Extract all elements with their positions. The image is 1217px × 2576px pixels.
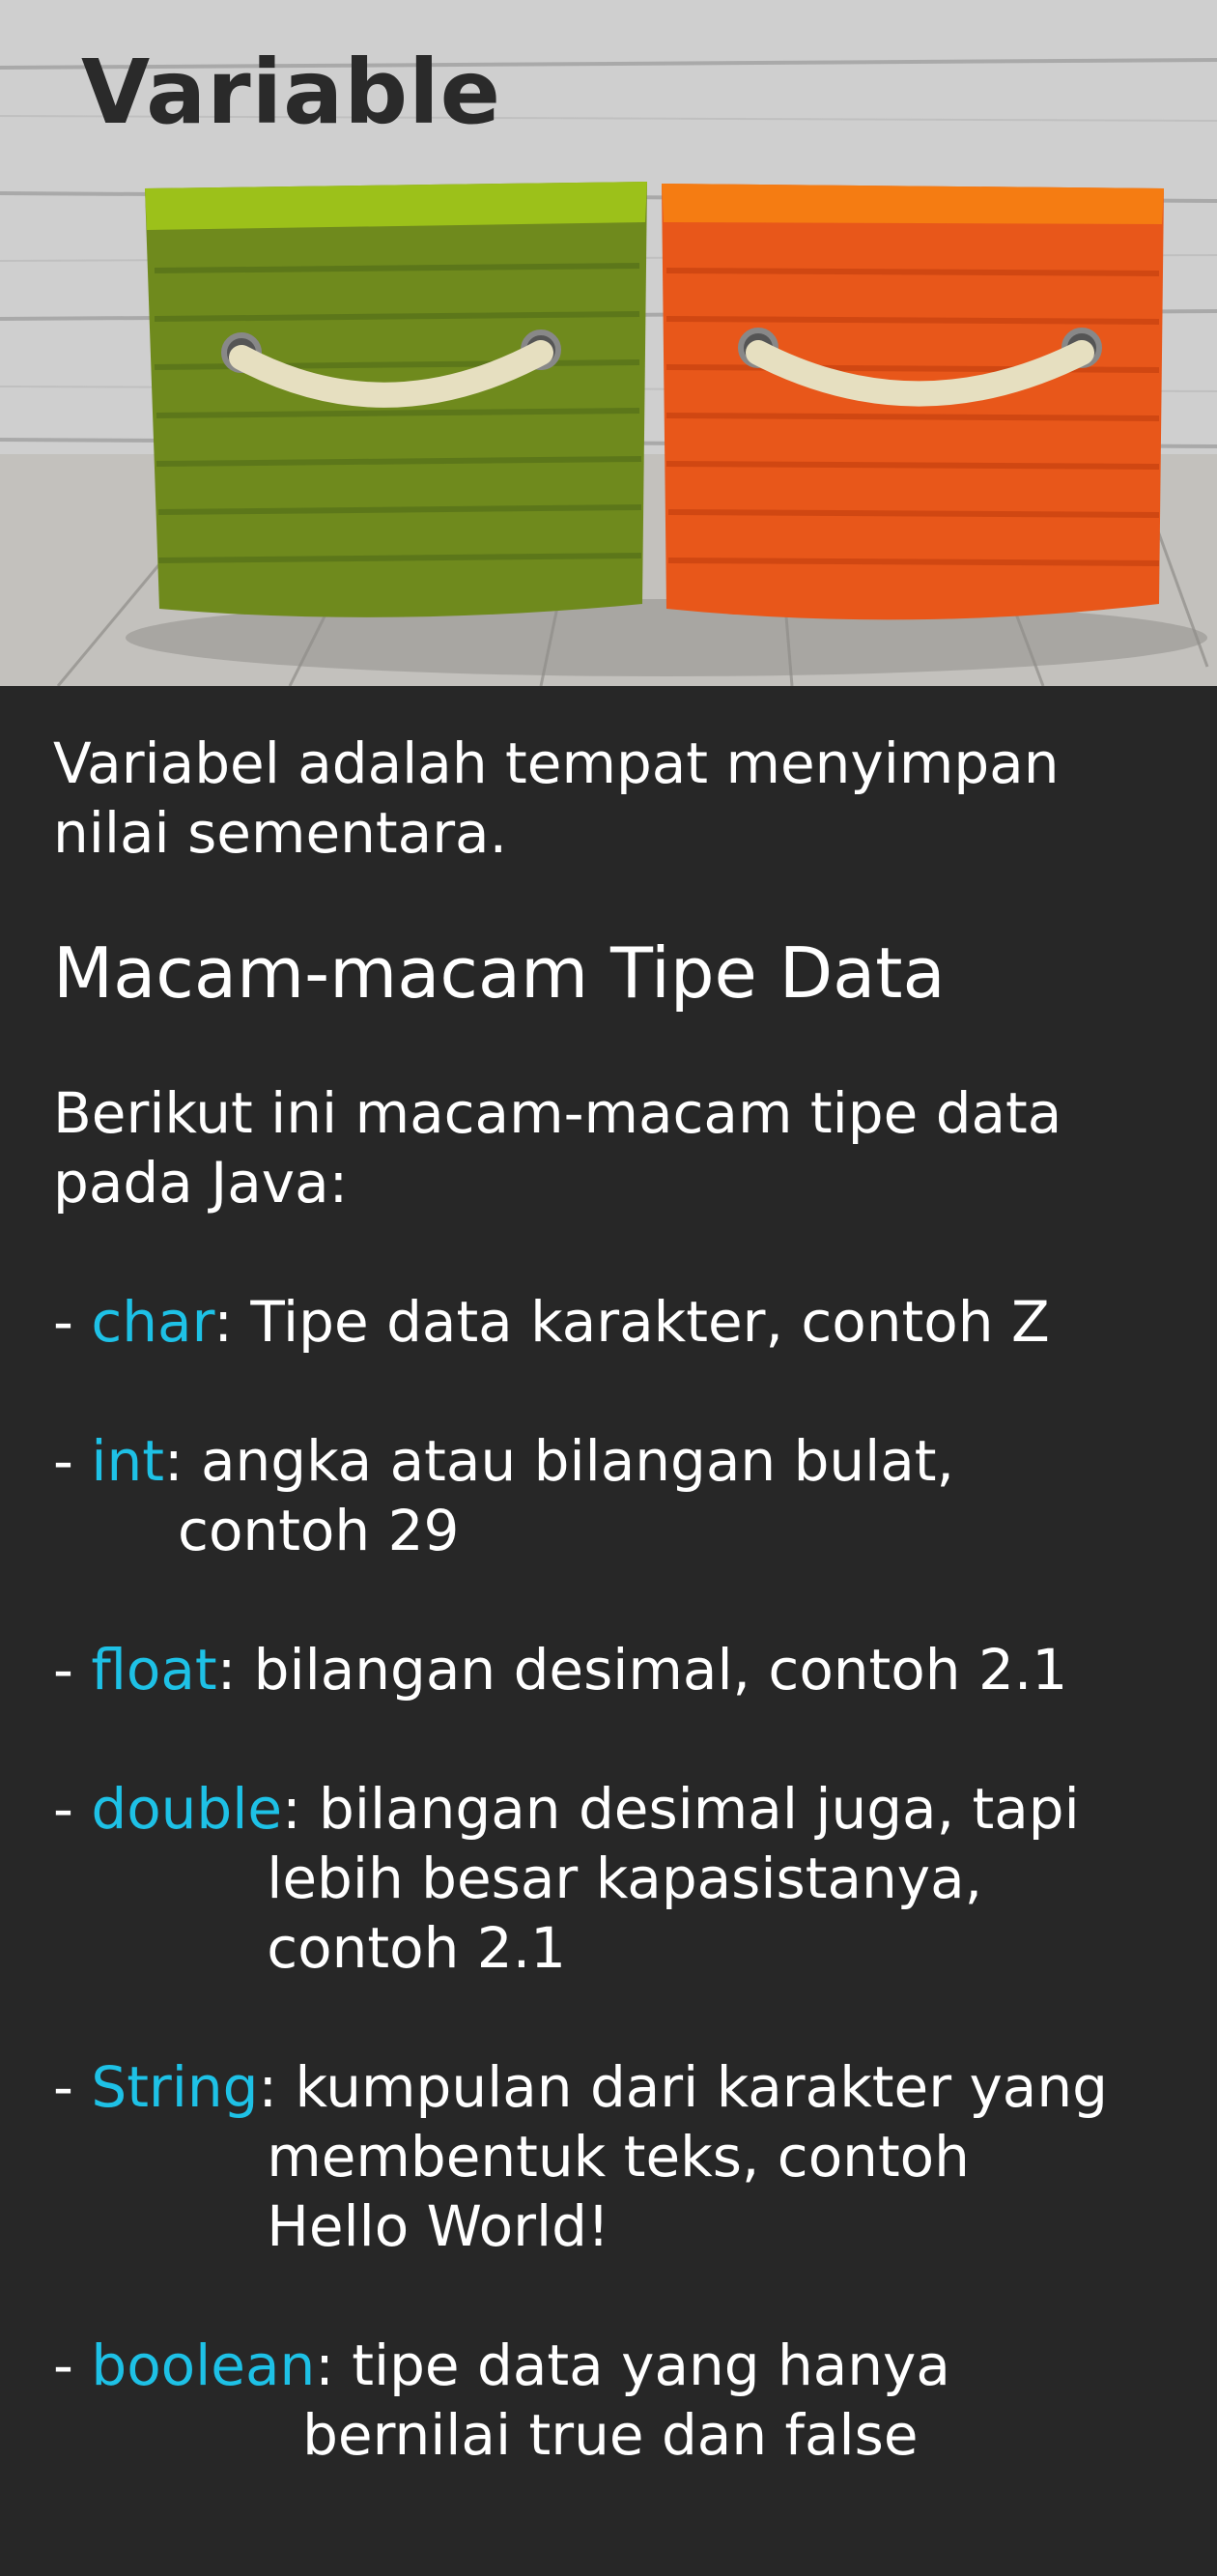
type-keyword: float [91,1637,217,1703]
list-item-boolean: - boolean: tipe data yang hanya bernilai… [53,2331,1217,2470]
type-description: : bilangan desimal juga, tapi [282,1776,1080,1842]
type-description: : angka atau bilangan bulat, [164,1428,954,1494]
type-keyword: double [91,1776,283,1842]
list-item-double: - double: bilangan desimal juga, tapi le… [53,1774,1217,1983]
type-description-continued: bernilai true dan false [53,2402,919,2468]
type-description: : kumpulan dari karakter yang [258,2054,1108,2120]
list-dash: - [53,2333,92,2398]
list-dash: - [53,1289,92,1355]
data-type-list: - char: Tipe data karakter, contoh Z - i… [53,1287,1217,2470]
main-content: Variabel adalah tempat menyimpan nilai s… [0,686,1217,2470]
hero-banner: Variable [0,0,1217,686]
type-description: : bilangan desimal, contoh 2.1 [216,1637,1068,1703]
list-dash: - [53,1428,92,1494]
list-item-char: - char: Tipe data karakter, contoh Z [53,1287,1217,1357]
type-description-continued: lebih besar kapasistanya, contoh 2.1 [267,1846,983,1981]
list-dash: - [53,1776,92,1842]
list-item-float: - float: bilangan desimal, contoh 2.1 [53,1635,1217,1704]
type-keyword: String [91,2054,259,2120]
type-keyword: boolean [91,2333,316,2398]
type-keyword: char [91,1289,214,1355]
type-keyword: int [91,1428,164,1494]
type-description-continued: membentuk teks, contoh Hello World! [267,2124,970,2259]
section-heading: Macam-macam Tipe Data [53,932,946,1014]
list-item-string: - String: kumpulan dari karakter yang me… [53,2052,1217,2261]
list-dash: - [53,1637,92,1703]
type-description-continued: contoh 29 [53,1498,460,1563]
variable-definition: Variabel adalah tempat menyimpan nilai s… [53,730,1060,866]
list-dash: - [53,2054,92,2120]
list-item-int: - int: angka atau bilangan bulat, contoh… [53,1426,1217,1565]
page-title: Variable [81,41,502,144]
baskets-photo-icon [0,0,1217,686]
section-intro: Berikut ini macam-macam tipe data pada J… [53,1080,1062,1216]
type-description: : tipe data yang hanya [315,2333,950,2398]
type-description: : Tipe data karakter, contoh Z [213,1289,1050,1355]
